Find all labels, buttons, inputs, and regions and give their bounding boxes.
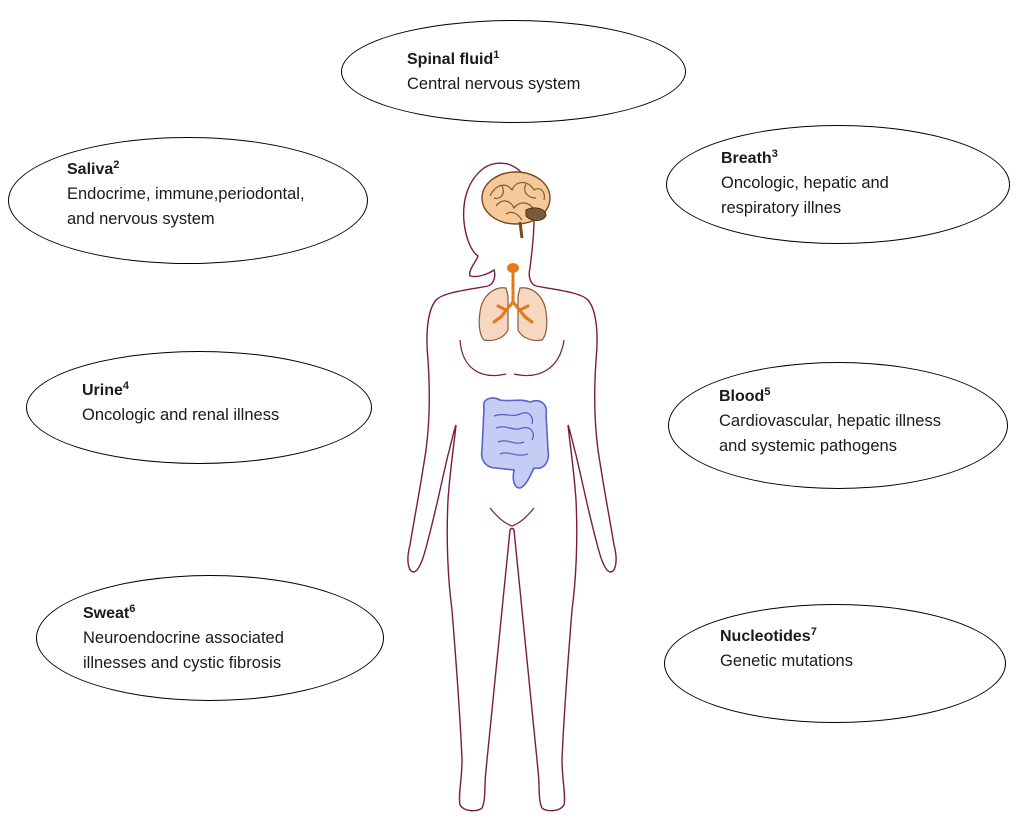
bubble-text-spinal-fluid: Spinal fluid1 Central nervous system bbox=[407, 47, 580, 97]
bubble-text-sweat: Sweat6 Neuroendocrine associated illness… bbox=[83, 601, 284, 676]
lungs-icon bbox=[478, 263, 548, 342]
bubble-saliva bbox=[8, 137, 368, 264]
desc-sweat-line2: illnesses and cystic fibrosis bbox=[83, 654, 282, 672]
title-urine: Urine4 bbox=[82, 380, 130, 400]
bubble-text-breath: Breath3 Oncologic, hepatic and respirato… bbox=[721, 146, 889, 221]
desc-sweat-line1: Neuroendocrine associated bbox=[83, 629, 284, 647]
bubble-text-urine: Urine4 Oncologic and renal illness bbox=[82, 378, 279, 428]
title-saliva: Saliva2 bbox=[67, 159, 120, 179]
intestines-icon bbox=[480, 397, 550, 489]
chest-curve-right bbox=[513, 339, 565, 376]
desc-breath-line1: Oncologic, hepatic and bbox=[721, 174, 889, 192]
desc-saliva-line1: Endocrime, immune,periodontal, bbox=[67, 185, 305, 203]
bubble-blood bbox=[668, 362, 1008, 489]
desc-blood-line2: and systemic pathogens bbox=[719, 437, 897, 455]
desc-urine-line1: Oncologic and renal illness bbox=[82, 406, 280, 424]
bubble-nucleotides bbox=[664, 604, 1006, 723]
bubble-text-nucleotides: Nucleotides7 Genetic mutations bbox=[720, 624, 853, 674]
bubble-text-saliva: Saliva2 Endocrime, immune,periodontal, a… bbox=[67, 157, 305, 232]
title-breath: Breath3 bbox=[721, 148, 778, 168]
chest-curve-left bbox=[459, 339, 507, 376]
title-spinal-fluid: Spinal fluid1 bbox=[407, 49, 500, 69]
desc-saliva-line2: and nervous system bbox=[67, 210, 215, 228]
desc-spinal-fluid-line1: Central nervous system bbox=[407, 75, 581, 93]
title-sweat: Sweat6 bbox=[83, 603, 136, 623]
bubble-sweat bbox=[36, 575, 384, 701]
desc-blood-line1: Cardiovascular, hepatic illness bbox=[719, 412, 941, 430]
desc-nucleotides-line1: Genetic mutations bbox=[720, 652, 853, 670]
bubble-text-blood: Blood5 Cardiovascular, hepatic illness a… bbox=[719, 384, 941, 459]
bubble-urine bbox=[26, 351, 372, 464]
bubble-spinal-fluid bbox=[341, 20, 686, 123]
brain-icon bbox=[481, 171, 551, 239]
title-nucleotides: Nucleotides7 bbox=[720, 626, 817, 646]
body-outline bbox=[407, 162, 617, 812]
bubble-breath bbox=[666, 125, 1010, 244]
crotch-line bbox=[489, 507, 535, 527]
desc-breath-line2: respiratory illnes bbox=[721, 199, 842, 217]
title-blood: Blood5 bbox=[719, 386, 771, 406]
